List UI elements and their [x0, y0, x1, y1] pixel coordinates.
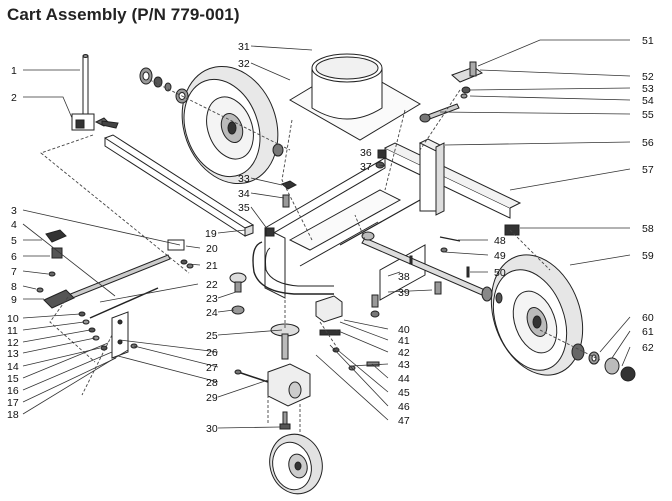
leader-lines — [22, 39, 631, 429]
callout-18: 18 — [7, 409, 19, 421]
callout-58: 58 — [642, 223, 654, 235]
callout-15: 15 — [7, 373, 19, 385]
rear-left-wheel — [181, 65, 279, 185]
callout-21: 21 — [206, 260, 218, 272]
callout-5: 5 — [11, 235, 17, 247]
callout-37: 37 — [360, 161, 372, 173]
callout-38: 38 — [398, 271, 410, 283]
callout-11: 11 — [7, 325, 18, 337]
callout-7: 7 — [11, 266, 17, 278]
callout-54: 54 — [642, 95, 654, 107]
callout-34: 34 — [238, 188, 250, 200]
callout-22: 22 — [206, 279, 218, 291]
callout-24: 24 — [206, 307, 218, 319]
callout-19: 19 — [205, 228, 217, 240]
callout-9: 9 — [11, 294, 17, 306]
callout-41: 41 — [398, 335, 410, 347]
callout-36: 36 — [360, 147, 372, 159]
callout-13: 13 — [7, 348, 19, 360]
callout-32: 32 — [238, 58, 250, 70]
rear-right-wheel — [481, 254, 584, 376]
callout-47: 47 — [398, 415, 410, 427]
callout-51: 51 — [642, 35, 654, 47]
callout-52: 52 — [642, 71, 654, 83]
callout-48: 48 — [494, 235, 506, 247]
rear-left-hub-parts — [139, 67, 284, 157]
callout-28: 28 — [206, 377, 218, 389]
callout-39: 39 — [398, 287, 410, 299]
assembly-dash-lines — [40, 79, 601, 434]
callout-labels: 1 2 3 4 5 6 7 8 9 10 11 12 13 14 15 16 1… — [7, 35, 654, 435]
callout-49: 49 — [494, 250, 506, 262]
callout-60: 60 — [642, 312, 654, 324]
callout-35: 35 — [238, 202, 250, 214]
callout-57: 57 — [642, 164, 654, 176]
handle-clamp — [71, 113, 119, 131]
callout-10: 10 — [7, 313, 19, 325]
callout-42: 42 — [398, 347, 410, 359]
callout-25: 25 — [206, 330, 218, 342]
callout-27: 27 — [206, 362, 218, 374]
caster-bolt — [279, 411, 291, 430]
callout-31: 31 — [238, 41, 250, 53]
side-bracket — [43, 289, 129, 359]
callout-26: 26 — [206, 347, 218, 359]
callout-56: 56 — [642, 137, 654, 149]
callout-50: 50 — [494, 267, 506, 279]
callout-53: 53 — [642, 83, 654, 95]
callout-14: 14 — [7, 361, 19, 373]
callout-30: 30 — [206, 423, 218, 435]
callout-62: 62 — [642, 342, 654, 354]
diagram-title: Cart Assembly (P/N 779-001) — [7, 5, 240, 24]
callout-46: 46 — [398, 401, 410, 413]
callout-20: 20 — [206, 243, 218, 255]
callout-23: 23 — [206, 293, 218, 305]
callout-8: 8 — [11, 281, 17, 293]
callout-2: 2 — [11, 92, 17, 104]
center-hardware — [229, 149, 520, 371]
callout-16: 16 — [7, 385, 19, 397]
callout-43: 43 — [398, 359, 410, 371]
callout-55: 55 — [642, 109, 654, 121]
side-rod — [67, 254, 171, 319]
hopper — [289, 53, 421, 141]
callout-40: 40 — [398, 324, 410, 336]
callout-4: 4 — [11, 219, 17, 231]
callout-17: 17 — [7, 397, 19, 409]
knob-hardware — [36, 229, 185, 293]
callout-33: 33 — [238, 173, 250, 185]
callout-1: 1 — [11, 65, 17, 77]
callout-6: 6 — [11, 251, 17, 263]
callout-61: 61 — [642, 326, 654, 338]
callout-29: 29 — [206, 392, 218, 404]
axle-tube — [104, 134, 255, 237]
callout-59: 59 — [642, 250, 654, 262]
main-frame — [252, 138, 522, 301]
right-hub-parts — [571, 343, 636, 382]
callout-45: 45 — [398, 387, 410, 399]
callout-44: 44 — [398, 373, 410, 385]
caster-assembly — [234, 323, 311, 407]
small-hardware — [78, 259, 194, 351]
handle-bracket — [419, 61, 484, 123]
right-axle — [361, 231, 486, 296]
callout-3: 3 — [11, 205, 17, 217]
caster-wheel — [269, 433, 323, 495]
callout-12: 12 — [7, 337, 19, 349]
